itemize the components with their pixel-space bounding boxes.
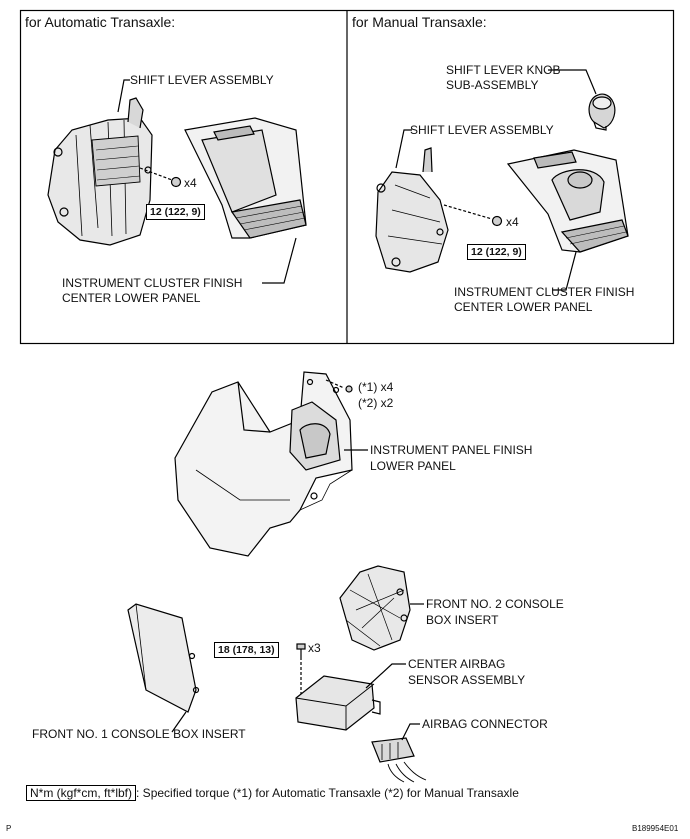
front-no1-insert	[127, 603, 200, 713]
manual-cluster-panel-label-2: CENTER LOWER PANEL	[454, 300, 593, 314]
manual-nut	[491, 215, 503, 227]
ip-screw	[345, 385, 353, 393]
manual-knob-label-1: SHIFT LEVER KNOB	[446, 63, 561, 77]
auto-panel-leader	[262, 237, 297, 284]
airbag-connector-shape	[371, 737, 427, 783]
auto-nut-qty: x4	[184, 176, 197, 190]
screw-qty-manual: (*2) x2	[358, 396, 394, 410]
auto-nut-dashed	[139, 167, 173, 181]
legend-unit-box: N*m (kgf*cm, ft*lbf)	[26, 785, 137, 801]
ip-lower-panel-label-2: LOWER PANEL	[370, 459, 456, 473]
manual-shift-lever-assembly	[375, 147, 449, 273]
manual-panel-leader	[552, 251, 577, 291]
auto-nut	[170, 176, 182, 188]
airbag-sensor-label-2: SENSOR ASSEMBLY	[408, 673, 526, 687]
ip-lower-panel	[174, 371, 353, 557]
manual-torque-spec: 12 (122, 9)	[467, 244, 526, 260]
auto-cluster-panel	[184, 117, 307, 239]
auto-torque-spec: 12 (122, 9)	[146, 204, 205, 220]
manual-knob	[588, 93, 616, 131]
auto-lever-leader	[117, 79, 130, 113]
screw-qty-auto: (*1) x4	[358, 380, 394, 394]
manual-nut-qty: x4	[506, 215, 519, 229]
front-no2-label-2: BOX INSERT	[426, 613, 499, 627]
auto-cluster-panel-label-1: INSTRUMENT CLUSTER FINISH	[62, 276, 243, 290]
front-no1-leader	[171, 711, 187, 733]
ip-lower-panel-label-1: INSTRUMENT PANEL FINISH	[370, 443, 533, 457]
center-airbag-sensor	[295, 675, 381, 731]
auto-panel-header: for Automatic Transaxle:	[25, 14, 176, 30]
legend-text: : Specified torque (*1) for Automatic Tr…	[136, 786, 519, 800]
auto-cluster-panel-label-2: CENTER LOWER PANEL	[62, 291, 201, 305]
airbag-connector-leader	[401, 723, 420, 741]
front-no2-label-1: FRONT NO. 2 CONSOLE	[426, 597, 564, 611]
front-no1-label: FRONT NO. 1 CONSOLE BOX INSERT	[32, 727, 246, 741]
auto-shift-lever-assembly	[47, 97, 153, 246]
airbag-sensor-bolt	[296, 643, 306, 660]
figure-id: B189954E01	[632, 824, 679, 833]
manual-knob-leader	[548, 69, 597, 95]
manual-nut-dashed	[443, 204, 493, 220]
manual-lever-leader	[395, 129, 412, 169]
airbag-connector-label: AIRBAG CONNECTOR	[422, 717, 548, 731]
manual-panel-header: for Manual Transaxle:	[352, 14, 487, 30]
airbag-sensor-leader	[365, 663, 406, 689]
manual-shift-lever-label: SHIFT LEVER ASSEMBLY	[410, 123, 554, 137]
footer-left-code: P	[6, 824, 12, 833]
manual-knob-label-2: SUB-ASSEMBLY	[446, 78, 539, 92]
bolt-qty: x3	[308, 641, 321, 655]
front-no2-insert	[339, 565, 411, 651]
manual-cluster-panel-label-1: INSTRUMENT CLUSTER FINISH	[454, 285, 635, 299]
legend: N*m (kgf*cm, ft*lbf): Specified torque (…	[26, 785, 519, 801]
auto-shift-lever-label: SHIFT LEVER ASSEMBLY	[130, 73, 274, 87]
manual-cluster-panel	[506, 149, 629, 253]
bolt-torque-spec: 18 (178, 13)	[214, 642, 279, 658]
airbag-sensor-label-1: CENTER AIRBAG	[408, 657, 506, 671]
